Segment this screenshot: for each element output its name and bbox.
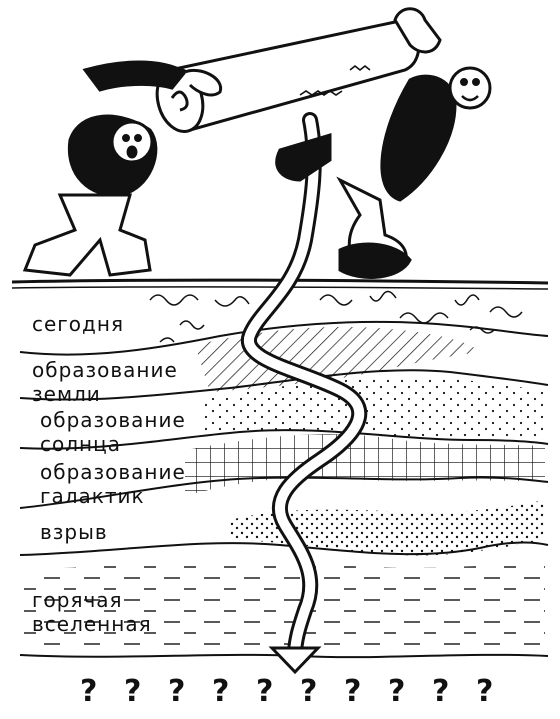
- layer-label-line: образование: [32, 358, 178, 382]
- question-mark: ?: [80, 674, 98, 709]
- layer-earth-texture: [195, 326, 480, 392]
- question-mark: ?: [344, 674, 362, 709]
- layer-label-line: галактик: [40, 484, 145, 508]
- question-mark: ?: [168, 674, 186, 709]
- layer-label-sun-formation: образование солнца: [40, 408, 186, 456]
- layer-hot-texture: [20, 559, 545, 648]
- layer-sun-texture: [200, 376, 545, 440]
- layer-label-line: горячая: [32, 588, 123, 612]
- layer-label-line: образование: [40, 408, 186, 432]
- question-marks-row: ? ? ? ? ? ? ? ? ? ?: [80, 672, 520, 712]
- layer-label-galaxy-formation: образование галактик: [40, 460, 186, 508]
- question-mark: ?: [432, 674, 450, 709]
- layer-label-earth-formation: образование земли: [32, 358, 178, 406]
- layer-label-line: образование: [40, 460, 186, 484]
- question-mark: ?: [300, 674, 318, 709]
- cartoon-figure-left-icon: [22, 60, 223, 277]
- layer-label-line: вселенная: [32, 612, 152, 636]
- question-mark: ?: [388, 674, 406, 709]
- layer-label-line: земли: [32, 382, 101, 406]
- layer-label-line: солнца: [40, 432, 121, 456]
- question-mark: ?: [476, 674, 494, 709]
- question-mark: ?: [256, 674, 274, 709]
- layer-explosion-texture: [230, 500, 545, 556]
- question-mark: ?: [212, 674, 230, 709]
- arrow-down-icon: [241, 112, 368, 675]
- question-mark: ?: [124, 674, 142, 709]
- layer-label-line: сегодня: [32, 312, 124, 336]
- layer-label-hot-universe: горячая вселенная: [32, 588, 152, 636]
- ground-line: [11, 278, 549, 290]
- layer-label-explosion: взрыв: [40, 520, 108, 544]
- cartoon-figure-right-icon: [275, 7, 492, 279]
- layer-label-line: взрыв: [40, 520, 108, 544]
- layer-label-today: сегодня: [32, 312, 124, 336]
- layer-galaxy-texture: [185, 434, 545, 496]
